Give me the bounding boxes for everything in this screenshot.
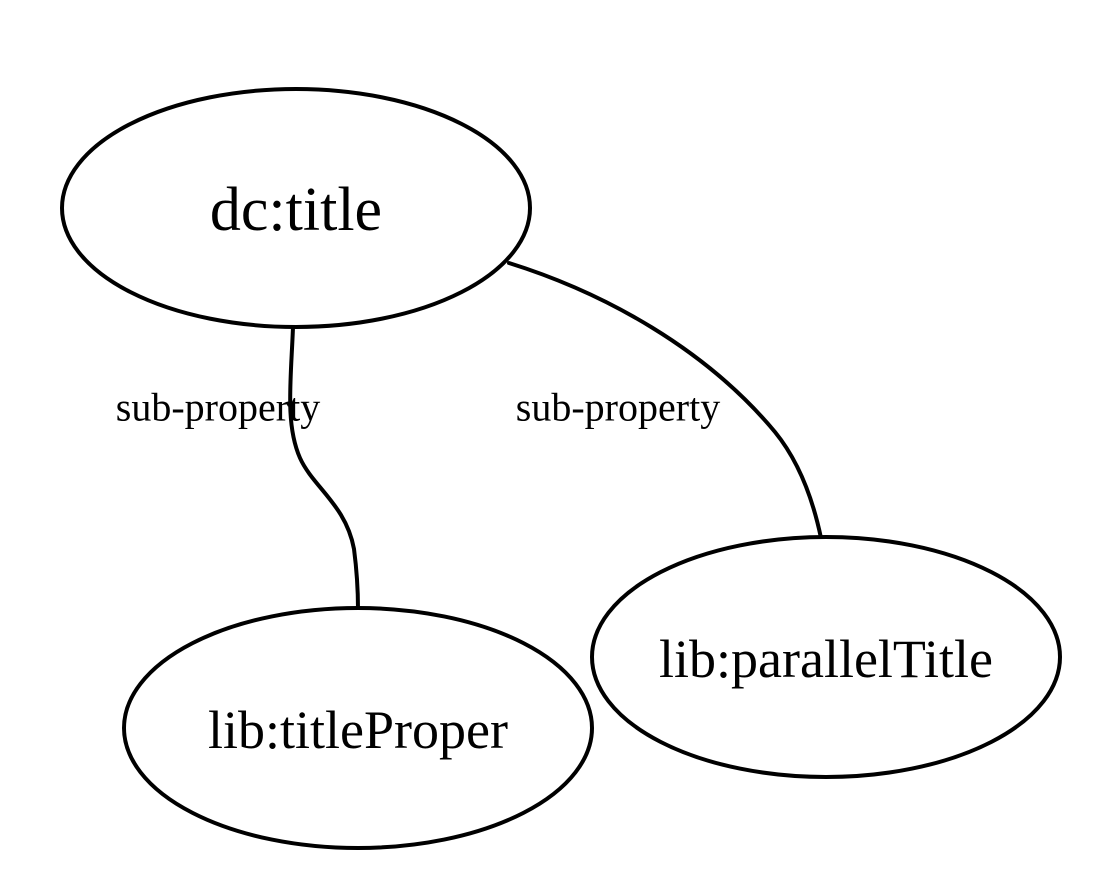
edge-label-sub-property-right: sub-property bbox=[516, 385, 720, 430]
node-ellipse-dc-title[interactable] bbox=[60, 87, 532, 329]
node-dc-title[interactable]: dc:title bbox=[60, 87, 532, 329]
node-label-lib-paralleltitle: lib:parallelTitle bbox=[659, 629, 993, 689]
edge-label-sub-property-left: sub-property bbox=[116, 385, 320, 430]
node-lib-titleproper[interactable]: lib:titleProper bbox=[122, 606, 594, 850]
edge-sub-property-titleproper[interactable] bbox=[288, 325, 360, 611]
node-label-dc-title: dc:title bbox=[210, 176, 382, 244]
node-ellipse-lib-titleproper[interactable] bbox=[122, 606, 594, 850]
edge-sub-property-paralleltitle[interactable] bbox=[507, 261, 823, 540]
edge-labels-layer: sub-property sub-property bbox=[116, 385, 720, 430]
node-ellipse-lib-paralleltitle[interactable] bbox=[590, 535, 1062, 779]
node-lib-paralleltitle[interactable]: lib:parallelTitle bbox=[590, 535, 1062, 779]
node-label-lib-titleproper: lib:titleProper bbox=[208, 700, 508, 760]
edges-layer bbox=[288, 261, 823, 611]
